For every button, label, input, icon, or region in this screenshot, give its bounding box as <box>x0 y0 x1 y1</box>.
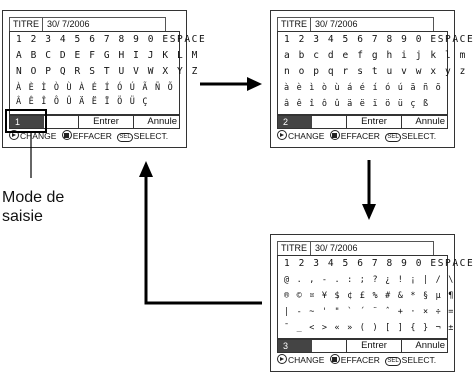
screen-symbols: TITRE 30/ 7/2006 1 2 3 4 5 6 7 8 9 0 ESP… <box>270 234 473 372</box>
play-icon <box>9 130 19 140</box>
flow-arrows <box>30 77 376 305</box>
enter-button[interactable]: Entrer <box>346 340 402 352</box>
status-bar: 2 Entrer Annule <box>277 115 448 129</box>
title-value: 30/ 7/2006 <box>315 243 358 253</box>
status-bar: 1 Entrer Annule <box>9 115 180 129</box>
cancel-button[interactable]: Annule <box>415 340 445 351</box>
title-label: TITRE <box>13 19 39 29</box>
stop-icon <box>61 130 72 140</box>
sel-button-icon: SEL <box>117 133 133 142</box>
arrow-down-head <box>362 204 376 220</box>
callout-label: Mode de saisie <box>2 188 64 226</box>
sel-button-icon: SEL <box>385 357 401 366</box>
hint-change: CHANGE <box>288 355 325 365</box>
cancel-button[interactable]: Annule <box>147 116 177 127</box>
play-icon <box>277 354 287 364</box>
title-separator <box>310 242 311 256</box>
grid-row[interactable]: ® © ¤ ¥ $ ¢ £ % # & * § µ ¶ <box>284 291 455 301</box>
grid-row[interactable]: ¯ _ < > « » ( ) [ ] { } ¬ ± <box>284 323 455 333</box>
title-value: 30/ 7/2006 <box>47 19 90 29</box>
hint-delete: EFFACER <box>340 131 380 141</box>
title-label: TITRE <box>281 19 307 29</box>
enter-button[interactable]: Entrer <box>78 116 134 128</box>
play-icon <box>277 130 287 140</box>
arrow-up-head <box>139 161 153 177</box>
hint-select: SELECT. <box>401 131 437 141</box>
title-label: TITRE <box>281 243 307 253</box>
hint-delete: EFFACER <box>72 131 112 141</box>
title-separator <box>310 18 311 32</box>
hint-change: CHANGE <box>20 131 57 141</box>
character-grid: 1 2 3 4 5 6 7 8 9 0 ESPACE A B C D E F G… <box>9 31 205 115</box>
hint-select: SELECT. <box>133 131 169 141</box>
callout-line-2: saisie <box>2 208 43 225</box>
title-separator <box>42 18 43 32</box>
screen-upper-letters: TITRE 30/ 7/2006 1 2 3 4 5 6 7 8 9 0 ESP… <box>2 10 205 148</box>
cancel-button[interactable]: Annule <box>415 116 445 127</box>
mode-highlight-box <box>5 109 47 133</box>
arrow-return-line <box>144 176 262 305</box>
input-mode-indicator[interactable]: 2 <box>278 116 312 128</box>
hint-delete: EFFACER <box>340 355 380 365</box>
enter-button[interactable]: Entrer <box>346 116 402 128</box>
sel-button-icon: SEL <box>385 133 401 142</box>
status-bar: 3 Entrer Annule <box>277 339 448 353</box>
input-mode-indicator[interactable]: 1 <box>10 116 44 128</box>
grid-row[interactable]: à è ì ò ù á é í ó ú ã ñ õ <box>284 83 442 93</box>
hint-change: CHANGE <box>288 131 325 141</box>
grid-row[interactable]: â ê î ô û ä ë ï ö ü ç ß <box>284 99 430 109</box>
input-mode-indicator[interactable]: 3 <box>278 340 312 352</box>
character-grid: 1 2 3 4 5 6 7 8 9 0 ESPACE a b c d e f g… <box>277 31 473 115</box>
hint-select: SELECT. <box>401 355 437 365</box>
arrow-right-head <box>247 77 262 91</box>
callout-line-1: Mode de <box>2 189 65 206</box>
screen-lower-letters: TITRE 30/ 7/2006 1 2 3 4 5 6 7 8 9 0 ESP… <box>270 10 473 148</box>
stop-icon <box>329 354 340 364</box>
grid-row[interactable]: Â Ê Î Ô Û Ä Ë Ï Ö Ü Ç <box>16 97 149 107</box>
grid-row[interactable]: À È Ì Ò Ù À É Í Ó Ú Ã Ñ Õ <box>16 83 174 93</box>
title-value: 30/ 7/2006 <box>315 19 358 29</box>
stop-icon <box>329 130 340 140</box>
